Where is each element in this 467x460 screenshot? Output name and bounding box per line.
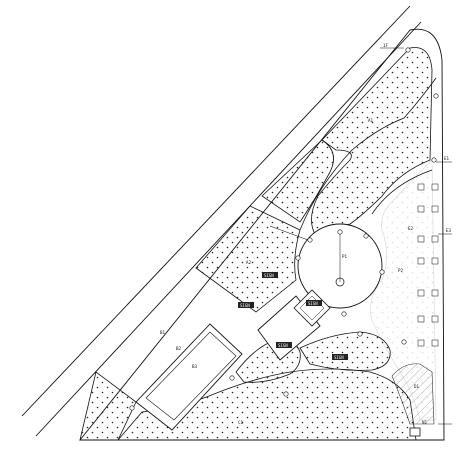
plaza-spur [269,225,309,241]
svg-text:SIGN: SIGN [264,273,274,278]
label-plaza-east: P2 [398,268,404,273]
label-zone-bottom-right: D1 [414,384,420,389]
label-grid-east-2: E2 [408,226,414,231]
tag-a: SIGN [262,272,278,278]
zone-center-east-planting [299,331,391,371]
building-left [135,323,243,431]
zone-hatched-corner [391,363,435,425]
site-boundary [79,28,445,441]
road-edge-inner [35,21,422,437]
svg-text:SIGN: SIGN [334,355,344,360]
label-corner-mark: N1 [422,420,428,425]
tag-e: SIGN [332,354,348,360]
tag-b: SIGN [238,302,254,308]
label-plaza-center: P1 [342,254,348,259]
label-zone-west: B1 [160,330,166,335]
zone-northwest-planting [261,139,334,223]
main-curved-path [299,77,437,231]
east-square-grid [417,183,439,347]
svg-text:SIGN: SIGN [240,303,250,308]
label-grid-east-1: E1 [444,156,450,161]
label-building-left: B2 [176,346,182,351]
zone-mid-left-planting [195,205,301,313]
svg-text:SIGN: SIGN [308,301,318,306]
label-building-block: B3 [192,364,198,369]
label-grid-east-3: E3 [446,228,452,233]
corner-marker-box [409,427,421,437]
road-edge-outer [21,5,411,417]
label-north-marker: 1F [383,43,389,48]
leader-lines [380,47,452,425]
east-curved-path [371,169,433,215]
node-markers [129,47,439,411]
tag-d: SIGN [276,342,292,348]
tag-c: SIGN [306,300,322,306]
label-zone-mid-left: A2 [246,260,252,265]
svg-text:SIGN: SIGN [278,343,288,348]
label-zone-south: C1 [238,420,244,425]
label-zone-upper: A1 [368,118,374,123]
